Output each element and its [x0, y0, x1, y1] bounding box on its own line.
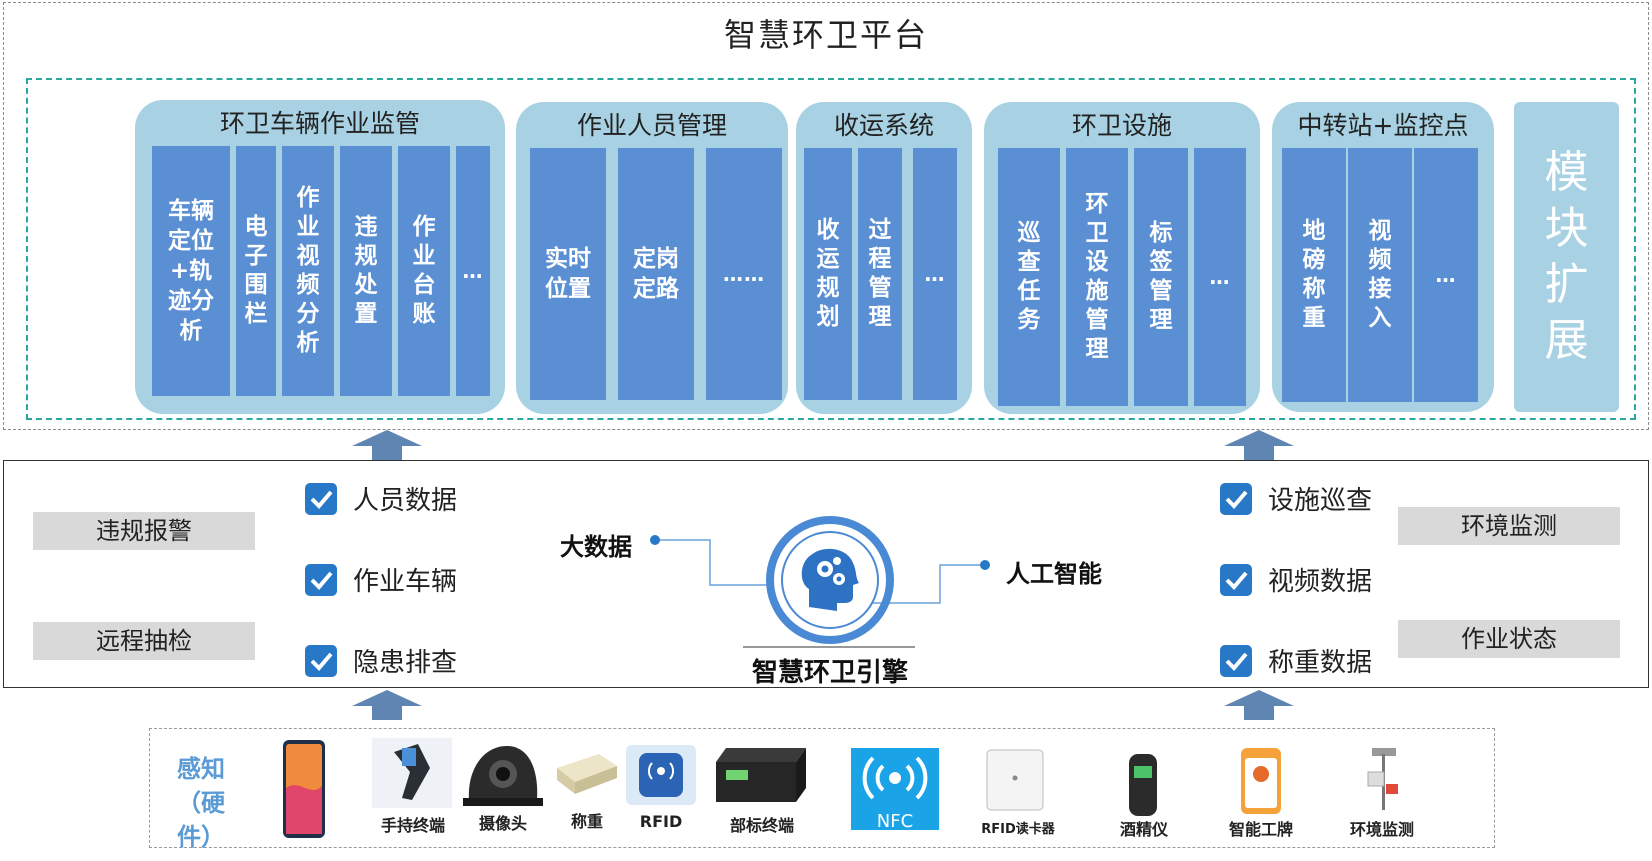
checkbox-checked-icon[interactable] — [1220, 563, 1252, 596]
arrow-up-icon — [352, 430, 422, 460]
check-label: 隐患排查 — [353, 648, 458, 678]
module-more[interactable]: … — [913, 148, 957, 400]
module-more[interactable]: … — [1414, 148, 1478, 402]
check-label: 设施巡查 — [1268, 486, 1373, 516]
breathalyzer-icon — [1129, 754, 1157, 816]
module-route-planning[interactable]: 收运规划 — [804, 148, 852, 400]
module-vehicle-location[interactable]: 车辆定位+轨迹分析 — [152, 146, 230, 396]
check-item[interactable]: 作业车辆 — [305, 561, 457, 598]
group-personnel: 作业人员管理 实时位置 定岗定路 …… — [516, 102, 788, 414]
device-label: 环境监测 — [1349, 820, 1414, 839]
platform-modules-frame — [26, 78, 1636, 420]
engine-title: 智慧环卫引擎 — [751, 658, 908, 688]
device-label: 部标终端 — [729, 816, 794, 835]
environment-monitoring-box: 环境监测 — [1398, 507, 1620, 545]
device-label: 手持终端 — [380, 816, 445, 835]
handheld-terminal-icon — [372, 738, 452, 808]
device-label: 智能工牌 — [1228, 820, 1293, 839]
platform-frame — [3, 2, 1649, 430]
module-tag-management[interactable]: 标签管理 — [1134, 148, 1188, 406]
brain-gear-icon — [766, 516, 894, 644]
engine-title-line — [743, 646, 915, 648]
arrow-up-icon — [352, 690, 422, 720]
check-item[interactable]: 隐患排查 — [305, 642, 457, 679]
group-title: 作业人员管理 — [576, 111, 727, 140]
rfid-icon — [626, 745, 696, 805]
smart-badge-icon — [1241, 748, 1281, 814]
check-item[interactable]: 称重数据 — [1220, 642, 1372, 679]
device-label: RFID — [639, 812, 683, 831]
module-more[interactable]: … — [1194, 148, 1246, 406]
ai-label: 人工智能 — [1006, 560, 1102, 588]
module-process-management[interactable]: 过程管理 — [858, 148, 902, 400]
checkbox-checked-icon[interactable] — [305, 563, 337, 596]
module-more[interactable]: … — [456, 146, 490, 396]
device-label: 酒精仪 — [1119, 820, 1168, 839]
hardware-label: 感知（硬件） — [177, 755, 225, 851]
checkbox-checked-icon[interactable] — [305, 644, 337, 677]
device-label: 称重 — [570, 812, 603, 831]
check-item[interactable]: 设施巡查 — [1220, 480, 1372, 517]
remote-inspection-box: 远程抽检 — [33, 622, 255, 660]
module-realtime-location[interactable]: 实时位置 — [530, 148, 606, 400]
module-more[interactable]: …… — [706, 148, 782, 400]
module-violation-handling[interactable]: 违规处置 — [340, 146, 392, 396]
module-video-analysis[interactable]: 作业视频分析 — [282, 146, 334, 396]
group-facilities: 环卫设施 巡查任务 环卫设施管理 标签管理 … — [984, 102, 1260, 414]
device-label: 摄像头 — [478, 814, 527, 833]
checkbox-checked-icon[interactable] — [1220, 644, 1252, 677]
environment-monitor-icon — [1367, 748, 1398, 810]
module-weighbridge[interactable]: 地磅称重 — [1282, 148, 1346, 402]
work-status-box: 作业状态 — [1398, 620, 1620, 658]
group-vehicle-supervision: 环卫车辆作业监管 车辆定位+轨迹分析 电子围栏 作业视频分析 违规处置 作业台账… — [135, 100, 505, 414]
module-video-access[interactable]: 视频接入 — [1348, 148, 1412, 402]
check-item[interactable]: 视频数据 — [1220, 561, 1372, 598]
arrow-up-icon — [1224, 690, 1294, 720]
hardware-frame — [149, 728, 1495, 848]
engine-frame — [3, 460, 1649, 688]
vehicle-terminal-icon — [716, 748, 806, 802]
check-label: 称重数据 — [1268, 648, 1373, 678]
checkbox-checked-icon[interactable] — [1220, 482, 1252, 515]
smartphone-icon — [283, 740, 325, 838]
module-geofence[interactable]: 电子围栏 — [236, 146, 276, 396]
big-data-label: 大数据 — [560, 533, 632, 561]
group-title: 环卫车辆作业监管 — [219, 109, 420, 138]
check-label: 人员数据 — [353, 486, 458, 516]
engine-connectors — [650, 535, 990, 604]
checkbox-checked-icon[interactable] — [305, 482, 337, 515]
group-title: 收运系统 — [833, 111, 934, 140]
nfc-waves-icon — [862, 756, 928, 800]
check-label: 视频数据 — [1268, 567, 1373, 597]
module-work-ledger[interactable]: 作业台账 — [398, 146, 450, 396]
group-title: 中转站+监控点 — [1297, 111, 1469, 140]
nfc-logo-text: NFC — [876, 811, 914, 832]
module-extension[interactable]: 模块扩展 — [1514, 102, 1619, 412]
check-item[interactable]: 人员数据 — [305, 480, 457, 517]
rfid-reader-icon — [986, 749, 1044, 811]
load-cell-icon — [557, 754, 617, 794]
group-title: 环卫设施 — [1071, 111, 1172, 140]
nfc-logo: NFC — [851, 748, 939, 832]
arrow-up-icon — [1224, 430, 1294, 460]
device-label: RFID读卡器 — [981, 822, 1055, 837]
violation-alarm-box: 违规报警 — [33, 512, 255, 550]
group-transfer-station: 中转站+监控点 地磅称重 视频接入 … — [1272, 102, 1494, 412]
check-label: 作业车辆 — [353, 567, 458, 597]
module-facility-management[interactable]: 环卫设施管理 — [1066, 148, 1128, 406]
platform-title: 智慧环卫平台 — [723, 16, 928, 54]
camera-icon — [463, 746, 543, 806]
module-inspection-tasks[interactable]: 巡查任务 — [998, 148, 1060, 406]
module-fixed-post-route[interactable]: 定岗定路 — [618, 148, 694, 400]
group-collection-transport: 收运系统 收运规划 过程管理 … — [796, 102, 972, 414]
